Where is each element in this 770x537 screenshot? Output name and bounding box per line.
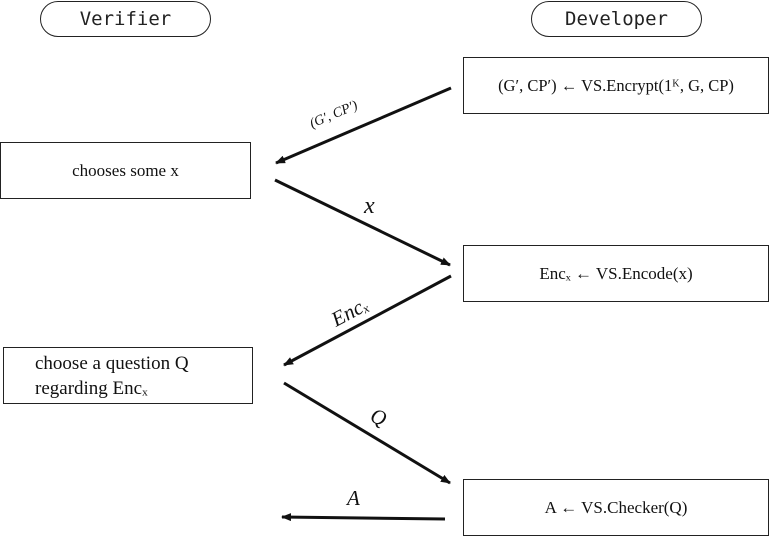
message-label-a: A bbox=[345, 486, 360, 510]
arrow-encx-to-verifier bbox=[283, 274, 452, 367]
choose-x-step-text: chooses some x bbox=[72, 160, 179, 180]
question-step-line-1: choose a question Q bbox=[35, 352, 189, 374]
arrow-question-to-developer bbox=[283, 381, 451, 485]
encrypt-step-box: (G′, CP′) ← VS.Encrypt(1ᴷ, G, CP) bbox=[463, 57, 769, 114]
message-label-encrypted: (G′, CP′) bbox=[308, 98, 361, 132]
encode-step-box: Encₓ ← VS.Encode(x) bbox=[463, 245, 769, 302]
verifier-header: Verifier bbox=[40, 1, 211, 37]
encode-step-text: Encₓ ← VS.Encode(x) bbox=[539, 263, 693, 283]
developer-header: Developer bbox=[531, 1, 702, 37]
checker-step-box: A ← VS.Checker(Q) bbox=[463, 479, 769, 536]
message-label-encx: Encₓ bbox=[326, 292, 372, 332]
checker-step-text: A ← VS.Checker(Q) bbox=[544, 497, 688, 517]
encrypt-step-text: (G′, CP′) ← VS.Encrypt(1ᴷ, G, CP) bbox=[498, 75, 734, 95]
arrow-x-to-developer bbox=[274, 178, 451, 267]
message-label-x: x bbox=[363, 193, 375, 219]
question-step-line-2: regarding Encₓ bbox=[35, 377, 148, 399]
message-label-q: Q bbox=[367, 403, 389, 431]
arrow-encrypted-to-verifier bbox=[275, 86, 452, 165]
choose-x-step-box: chooses some x bbox=[0, 142, 251, 199]
question-step-box: choose a question Q regarding Encₓ bbox=[3, 347, 253, 404]
arrow-answer-to-verifier bbox=[281, 513, 446, 522]
